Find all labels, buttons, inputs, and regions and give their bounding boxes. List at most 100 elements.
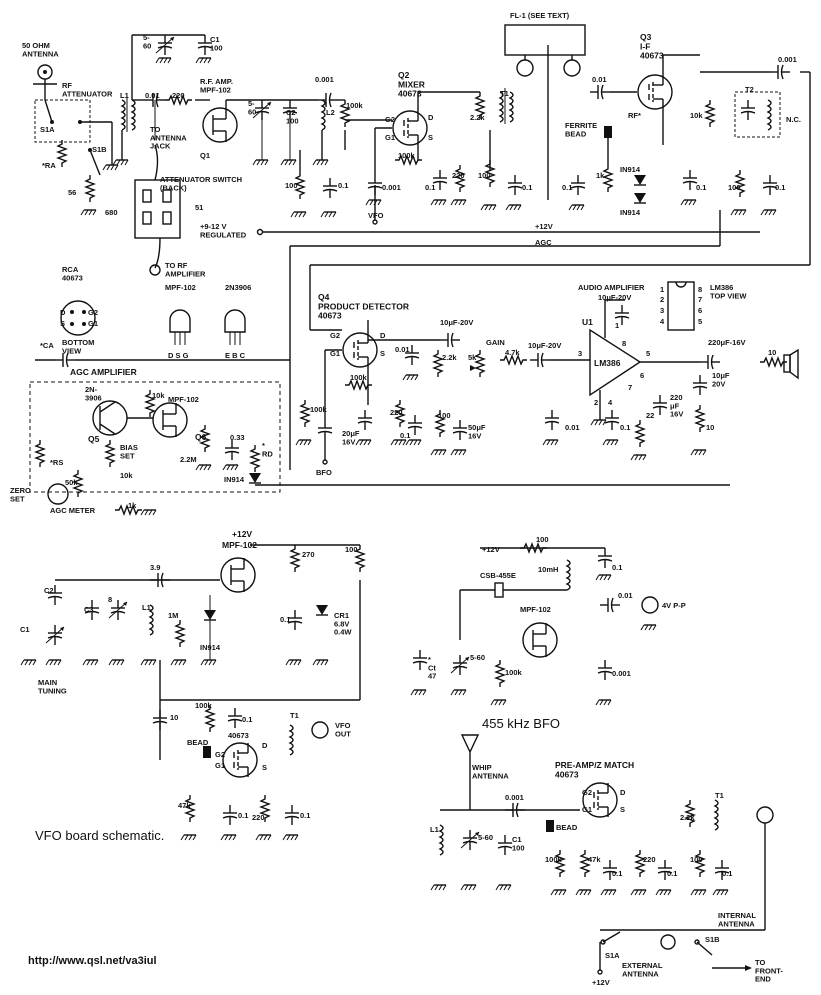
label-audio-p6: 6 — [640, 371, 644, 380]
label-audio-p1: 1 — [615, 321, 619, 330]
label-main-receiver-nc: N.C. — [786, 115, 801, 124]
label-main-receiver-r100-b: 100 — [478, 171, 491, 180]
label-audio-p7: 7 — [628, 383, 632, 392]
label-vfo-bead: BEAD — [187, 738, 209, 747]
label-main-receiver-q1: Q1 — [200, 151, 210, 160]
label-vfo-c2: C2 — [44, 586, 54, 595]
label-main-receiver-r220-in: 220 — [172, 91, 185, 100]
2n3906-pinout-icon — [224, 309, 246, 333]
label-main-receiver-in914-a: IN914 — [620, 165, 641, 174]
label-main-receiver-rf-amp: R.F. AMP.MPF-102 — [200, 77, 233, 94]
label-vfo-p12v: +12V — [232, 529, 252, 539]
label-preamp-d: D — [620, 788, 626, 797]
label-audio-title: AUDIO AMPLIFIER — [578, 283, 645, 292]
label-preamp-l1: L1 — [430, 825, 439, 834]
label-preamp-r2-2k: 2.2k — [680, 813, 695, 822]
label-bfo-csb: CSB-455E — [480, 571, 516, 580]
in914-agc-diode-icon — [248, 472, 262, 484]
label-main-receiver-r100-c: 100 — [728, 183, 741, 192]
label-pinouts-lm386-pins-5: 7 — [698, 295, 702, 304]
label-preamp-c01-c: 0.1 — [722, 869, 732, 878]
label-main-receiver-c001-in: 0.01 — [145, 91, 160, 100]
vfo-t1-icon — [289, 724, 294, 756]
label-main-receiver-t1: T1 — [500, 89, 509, 98]
agc-amplifier — [29, 352, 730, 516]
label-preamp-s: S — [620, 805, 625, 814]
preamp-s1a-switch-icon[interactable] — [602, 931, 621, 943]
label-agc-amp-r10k-b: 10k — [120, 471, 133, 480]
label-main-receiver-c0001-c: 0.001 — [778, 55, 797, 64]
label-main-receiver-r56: 56 — [68, 188, 76, 197]
s1a-switch-icon[interactable] — [44, 99, 53, 123]
label-audio-c10u: 10μF-20V — [598, 293, 631, 302]
label-agc-amp-r50k: 50k — [65, 478, 78, 487]
ferrite-bead-icon — [604, 126, 612, 138]
label-bfo-r100: 100 — [536, 535, 549, 544]
label-main-receiver-r2-2k: 2.2k — [470, 113, 485, 122]
label-preamp-r100k: 100k — [545, 855, 563, 864]
label-pinouts-pnp: 2N3906 — [225, 283, 251, 292]
label-pinouts-pnp-pins: E B C — [225, 351, 246, 360]
label-product-detector-s: S — [380, 349, 385, 358]
label-audio-r10: 10 — [768, 348, 776, 357]
label-audio-p2: 2 — [594, 398, 598, 407]
label-bfo-out: 4V P-P — [662, 601, 686, 610]
label-product-detector-g2: G2 — [330, 331, 340, 340]
internal-antenna-jack-icon[interactable] — [756, 806, 774, 824]
label-preamp-t1: T1 — [715, 791, 724, 800]
label-agc-amp-q6-type: MPF-102 — [168, 395, 199, 404]
label-vfo-g1: G1 — [215, 761, 225, 770]
label-audio-c01: 0.1 — [620, 423, 630, 432]
vfo-board — [20, 544, 365, 841]
label-agc-amp-rs: *RS — [50, 458, 63, 467]
label-main-receiver-g1: G1 — [385, 133, 395, 142]
vfo-out-jack-icon[interactable] — [311, 721, 329, 739]
label-vfo-r1m: 1M — [168, 611, 178, 620]
label-main-receiver-ra: *RA — [42, 161, 56, 170]
bias-set-pot-icon[interactable] — [105, 439, 115, 468]
label-bfo-p12v: +12V — [482, 545, 500, 554]
main-tuning-cap-icon[interactable] — [46, 625, 64, 645]
q2-mixer-mosfet-icon — [392, 110, 428, 146]
label-agc-amp-c033: 0.33 — [230, 433, 245, 442]
label-main-receiver-vfo: VFO — [368, 211, 384, 220]
label-preamp-g1: G1 — [582, 805, 592, 814]
label-pinouts-lm386-pins-3: 4 — [660, 317, 665, 326]
vfo-buffer-mosfet-icon — [222, 742, 258, 778]
gain-pot-icon[interactable] — [475, 349, 485, 378]
attenuator-switch-icon[interactable] — [134, 179, 181, 239]
bfo-out-jack-icon[interactable] — [641, 596, 659, 614]
label-pinouts-rca-pins-2: S — [60, 319, 65, 328]
label-preamp-r220: 220 — [643, 855, 656, 864]
label-agc-amp-ca: *CA — [40, 341, 54, 350]
external-antenna-jack-icon[interactable] — [660, 934, 676, 950]
label-main-receiver-c5-60b: 5-60 — [248, 99, 256, 116]
l1-coil-icon — [121, 99, 126, 131]
preamp-s1b-switch-icon[interactable] — [696, 941, 713, 956]
ra-resistor-icon — [57, 139, 67, 168]
agc-board-outline — [29, 381, 281, 493]
label-vfo-q-buf: 40673 — [228, 731, 249, 740]
preamp-t1-icon — [714, 799, 719, 831]
preamp-board — [430, 734, 774, 975]
label-vfo-r220: 220 — [252, 813, 265, 822]
s1b-switch-icon[interactable] — [89, 149, 101, 176]
whip-antenna-icon — [460, 734, 480, 754]
page-url[interactable]: http://www.qsl.net/va3iul — [28, 955, 157, 967]
label-vfo-c01-d: 0.1 — [300, 811, 310, 820]
label-audio-p3: 3 — [578, 349, 582, 358]
label-product-detector-r4-7k: 4.7k — [505, 348, 520, 357]
q3-if-mosfet-icon — [637, 74, 673, 110]
lm386-pinout-icon — [667, 281, 695, 331]
label-vfo-r270: 270 — [302, 550, 315, 559]
